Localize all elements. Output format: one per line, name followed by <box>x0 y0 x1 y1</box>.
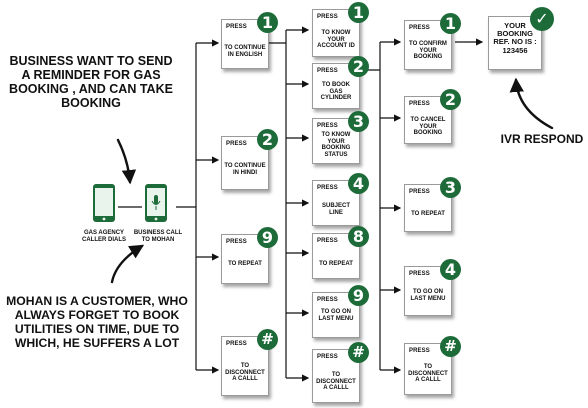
key-badge: 3 <box>348 111 369 132</box>
level1-option-2: PRESS TO CONTINUE IN HINDI 2 <box>221 129 278 190</box>
option-desc: TO BOOK GAS CYLINDER <box>320 82 352 102</box>
key-badge: # <box>257 329 278 350</box>
key-badge: 2 <box>348 56 369 77</box>
option-desc: TO CANCEL YOUR BOOKING <box>410 117 446 137</box>
phone-mic-icon <box>145 184 167 222</box>
option-desc: TO KNOW YOUR BOOKING STATUS <box>321 132 351 158</box>
press-label: PRESS <box>409 25 430 31</box>
level2-option-4: PRESS SUBJECT LINE 4 <box>312 173 369 226</box>
key-badge: 2 <box>257 129 278 150</box>
level3-option-4: PRESS TO GO ON LAST MENU 4 <box>404 259 461 316</box>
press-label: PRESS <box>409 348 430 354</box>
key-badge: 1 <box>440 13 461 34</box>
booking-reference-text: YOUR BOOKING REF. NO IS : 123456 <box>493 21 537 55</box>
press-label: PRESS <box>226 341 247 347</box>
press-label: PRESS <box>226 239 247 245</box>
booking-reference-box: YOUR BOOKING REF. NO IS : 123456 ✓ <box>488 7 554 70</box>
level2-option-2: PRESS TO BOOK GAS CYLINDER 2 <box>312 56 369 109</box>
checkmark-icon: ✓ <box>530 7 554 31</box>
business-note: BUSINESS WANT TO SEND A REMINDER FOR GAS… <box>9 54 173 110</box>
phone-icon <box>93 184 115 222</box>
key-badge: 1 <box>257 12 278 33</box>
level3-option-2: PRESS TO CANCEL YOUR BOOKING 2 <box>404 89 461 144</box>
press-label: PRESS <box>226 24 247 30</box>
option-desc: TO KNOW YOUR ACCOUNT ID <box>317 30 355 50</box>
press-label: PRESS <box>226 141 247 147</box>
option-desc: TO CONTINUE IN HINDI <box>224 163 266 176</box>
caller-caption: GAS AGENCY CALLER DIALS <box>82 230 126 243</box>
key-badge: 4 <box>348 173 369 194</box>
option-desc: TO DISCONNECT A CALLL <box>316 372 356 392</box>
key-badge: 9 <box>257 227 278 248</box>
key-badge: 8 <box>348 226 369 247</box>
key-badge: # <box>440 336 461 357</box>
option-desc: TO GO ON LAST MENU <box>318 309 354 322</box>
level1-option-1: PRESS TO CONTINUE IN ENGLISH 1 <box>221 12 278 69</box>
option-desc: TO CONTINUE IN ENGLISH <box>224 45 266 58</box>
key-badge: 9 <box>348 285 369 306</box>
level2-option-9: PRESS TO GO ON LAST MENU 9 <box>312 285 369 338</box>
press-label: PRESS <box>317 14 338 20</box>
press-label: PRESS <box>317 185 338 191</box>
option-desc: TO REPEAT <box>228 261 262 267</box>
customer-note: MOHAN IS A CUSTOMER, WHO ALWAYS FORGET T… <box>6 294 188 350</box>
level1-option-9: PRESS TO REPEAT 9 <box>221 227 278 284</box>
level2-option-1: PRESS TO KNOW YOUR ACCOUNT ID 1 <box>312 2 369 57</box>
key-badge: # <box>348 342 369 363</box>
option-desc: TO DISCONNECT A CALLL <box>408 364 448 384</box>
mohan-caption: BUSINESS CALL TO MOHAN <box>133 230 183 243</box>
press-label: PRESS <box>317 123 338 129</box>
press-label: PRESS <box>317 68 338 74</box>
level2-option-3: PRESS TO KNOW YOUR BOOKING STATUS 3 <box>312 111 369 164</box>
level2-option-8: PRESS TO REPEAT 8 <box>312 226 369 279</box>
key-badge: 4 <box>440 259 461 280</box>
option-desc: TO CONFIRM YOUR BOOKING <box>409 41 447 61</box>
press-label: PRESS <box>317 297 338 303</box>
press-label: PRESS <box>409 101 430 107</box>
press-label: PRESS <box>409 271 430 277</box>
level2-option-hash: PRESS TO DISCONNECT A CALLL # <box>312 342 369 403</box>
press-label: PRESS <box>317 238 338 244</box>
caller-phone <box>92 183 116 228</box>
option-desc: TO DISCONNECT A CALLL <box>225 363 265 383</box>
level1-option-hash: PRESS TO DISCONNECT A CALLL # <box>221 329 278 396</box>
option-desc: SUBJECT LINE <box>321 203 350 216</box>
press-label: PRESS <box>409 189 430 195</box>
level3-option-3: PRESS TO REPEAT 3 <box>404 177 461 232</box>
option-desc: TO REPEAT <box>319 261 353 267</box>
key-badge: 3 <box>440 177 461 198</box>
press-label: PRESS <box>317 354 338 360</box>
level3-option-hash: PRESS TO DISCONNECT A CALLL # <box>404 336 461 395</box>
ivr-respond-note: IVR RESPOND <box>500 132 584 146</box>
option-desc: TO REPEAT <box>411 211 445 217</box>
key-badge: 2 <box>440 89 461 110</box>
mohan-phone <box>144 183 168 228</box>
option-desc: TO GO ON LAST MENU <box>410 289 446 302</box>
key-badge: 1 <box>348 2 369 23</box>
level3-option-1: PRESS TO CONFIRM YOUR BOOKING 1 <box>404 13 461 70</box>
